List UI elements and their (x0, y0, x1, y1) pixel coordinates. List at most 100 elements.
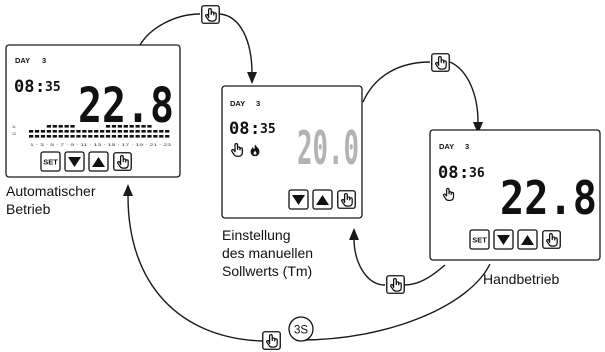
profile-segment (147, 125, 152, 128)
profile-segment (76, 135, 81, 138)
day-number: 3 (465, 142, 469, 151)
set-button[interactable]: SET (469, 229, 490, 250)
arrow-into-setpoint-bottom (349, 228, 359, 240)
profile-segment (117, 125, 123, 128)
day-label: DAY (230, 99, 245, 108)
profile-segment (46, 130, 52, 133)
profile-segment (46, 125, 52, 128)
clock-hour: 08 (438, 163, 458, 183)
flow-manual-to-hold-key (299, 263, 491, 341)
arrow-into-auto (123, 184, 133, 196)
setpoint-temperature-display: 20.0 (297, 121, 359, 175)
profile-segment (34, 130, 40, 133)
profile-segment (94, 135, 99, 138)
clock-colon: : (250, 119, 260, 139)
profile-segment (100, 135, 105, 138)
hand-key-icon (386, 275, 405, 294)
profile-segment (123, 130, 128, 133)
profile-axis-top: 11 (12, 125, 16, 129)
svg-text:SET: SET (472, 236, 487, 245)
hand-key-icon (431, 53, 450, 72)
setpoint-caption-line1: Einstellung (222, 227, 291, 243)
down-arrow-icon (68, 157, 81, 167)
down-button[interactable] (64, 151, 85, 172)
profile-segment (105, 135, 111, 138)
down-button[interactable] (493, 229, 514, 250)
profile-segment (70, 130, 75, 133)
up-button[interactable] (312, 189, 333, 210)
profile-segment (88, 130, 93, 133)
day-label: DAY (15, 56, 30, 65)
profile-segment (165, 130, 170, 133)
profile-segment (123, 125, 128, 128)
profile-segment (52, 130, 57, 133)
down-arrow-icon (292, 195, 305, 205)
up-button[interactable] (517, 229, 538, 250)
profile-segment (70, 135, 75, 138)
day-number: 3 (42, 56, 46, 65)
profile-segment (141, 125, 146, 128)
arrow-into-setpoint (247, 72, 257, 84)
profile-segment (82, 135, 87, 138)
profile-segment (70, 125, 75, 128)
flow-top-key-to-setpoint (219, 13, 253, 75)
profile-segment (129, 130, 134, 133)
profile-segment (52, 135, 57, 138)
flow-arrows (123, 13, 491, 342)
setpoint-mode-display: DAY 3 08 : 35 20.0 (221, 85, 363, 219)
profile-segment (159, 135, 164, 138)
hold-3s-badge: 3S (288, 316, 314, 342)
profile-segment (76, 130, 81, 133)
profile-segment (52, 125, 57, 128)
set-button[interactable]: SET (40, 151, 61, 172)
flow-manual-to-bottom-key (403, 264, 446, 286)
profile-segment (141, 135, 146, 138)
profile-segment (64, 135, 69, 138)
daily-profile-bars (29, 125, 170, 138)
profile-segment (29, 130, 34, 133)
hour-ticks: 1 · 3 · 5 · 7 · 9 · 11 · 13 · 15 · 17 · … (30, 143, 171, 147)
clock-minute: 35 (45, 80, 61, 95)
temperature-display: 22.8 (500, 171, 597, 225)
setpoint-caption-line3: Sollwerts (Tm) (222, 263, 312, 279)
profile-segment (129, 125, 134, 128)
flow-setpoint-to-right-key (362, 61, 431, 103)
up-button[interactable] (88, 151, 109, 172)
down-arrow-icon (497, 235, 510, 245)
arrow-into-manual (473, 122, 483, 134)
svg-text:SET: SET (43, 158, 58, 167)
profile-segment (58, 130, 63, 133)
manual-hand-button[interactable] (337, 190, 356, 209)
manual-hand-button[interactable] (542, 230, 561, 249)
profile-segment (40, 135, 46, 138)
up-arrow-icon (316, 195, 329, 205)
profile-segment (105, 125, 111, 128)
clock-colon: : (35, 77, 45, 97)
day-number: 3 (256, 99, 260, 108)
profile-segment (147, 135, 152, 138)
flow-hold-key-to-auto (127, 195, 263, 342)
down-button[interactable] (288, 189, 309, 210)
hand-key-icon (201, 5, 220, 24)
hand-key-icon (262, 331, 281, 350)
profile-segment (135, 130, 140, 133)
profile-segment (135, 135, 140, 138)
day-label: DAY (439, 142, 454, 151)
profile-segment (141, 130, 146, 133)
profile-segment (88, 135, 93, 138)
flow-auto-to-top-key (139, 13, 201, 46)
profile-segment (111, 135, 117, 138)
profile-segment (147, 130, 152, 133)
profile-segment (64, 125, 69, 128)
manual-hand-button[interactable] (113, 152, 132, 171)
profile-segment (123, 135, 128, 138)
clock-hour: 08 (14, 77, 34, 97)
flow-bottom-key-to-setpoint (353, 237, 386, 286)
clock-colon: : (459, 163, 469, 183)
clock-hour: 08 (229, 119, 249, 139)
clock-minute: 36 (469, 166, 485, 181)
temperature-display: 22.8 (78, 78, 174, 134)
auto-mode-display: DAY 3 08 : 35 22.8 11 12 1 · 3 · 5 · 7 ·… (5, 44, 181, 178)
up-arrow-icon (92, 157, 105, 167)
